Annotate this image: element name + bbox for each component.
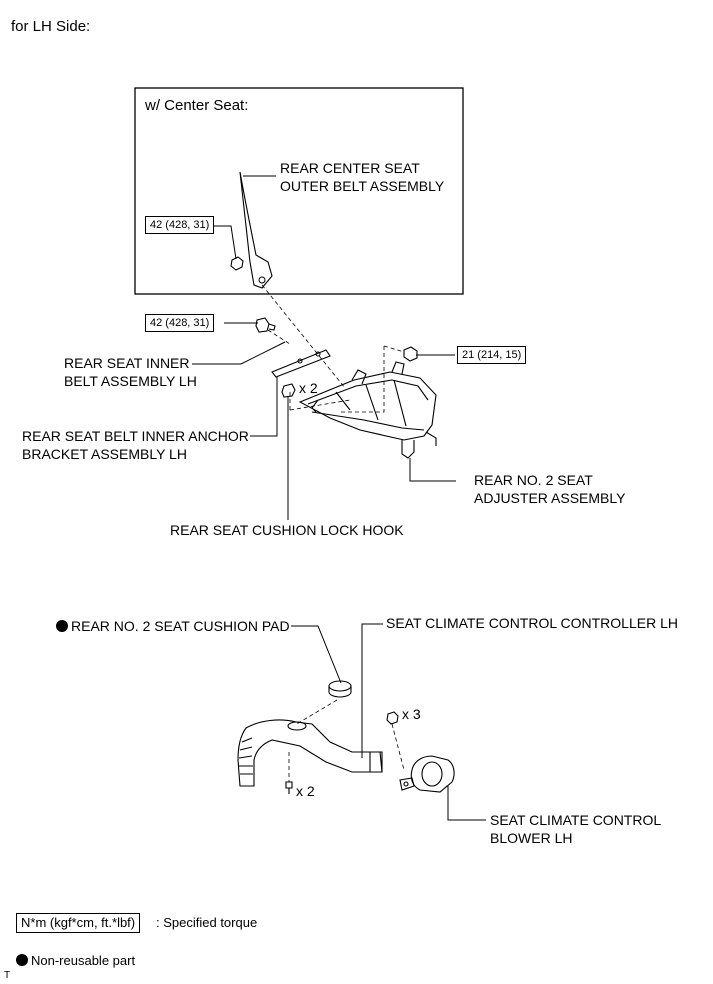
label-inner-belt-line1: REAR SEAT INNER	[64, 355, 190, 371]
label-rear-center-belt-line2: OUTER BELT ASSEMBLY	[280, 178, 445, 194]
climate-controller-duct	[237, 719, 383, 787]
legend-torque-box: N*m (kgf*cm, ft.*lbf)	[16, 913, 141, 933]
qty-duct-screw: x 2	[296, 783, 315, 799]
cushion-pad	[328, 680, 352, 698]
legend-torque-desc: : Specified torque	[156, 915, 258, 930]
leader-cushion-pad	[291, 625, 342, 684]
label-controller: SEAT CLIMATE CONTROL CONTROLLER LH	[386, 615, 678, 631]
label-adjuster-line2: ADJUSTER ASSEMBLY	[474, 490, 626, 506]
legend-nonreusable: Non-reusable part	[16, 952, 135, 969]
leader-blower	[447, 786, 486, 821]
side-label: for LH Side:	[11, 18, 91, 35]
label-adjuster-line1: REAR NO. 2 SEAT	[474, 472, 593, 488]
seat-adjuster-frame	[298, 361, 437, 459]
belt-bolt	[255, 317, 276, 333]
qty-blower-nut: x 3	[402, 706, 421, 722]
nonreusable-mark-icon	[56, 620, 68, 632]
leader-adjuster	[409, 458, 456, 482]
nonreusable-legend-icon	[16, 954, 28, 966]
center-seat-inset-frame	[134, 87, 464, 295]
label-blower-line1: SEAT CLIMATE CONTROL	[490, 812, 662, 828]
climate-blower	[399, 755, 455, 793]
label-anchor-line2: BRACKET ASSEMBLY LH	[22, 446, 187, 462]
label-inner-belt-line2: BELT ASSEMBLY LH	[64, 373, 197, 389]
leader-controller	[361, 623, 383, 758]
inner-belt-strap	[271, 349, 331, 378]
blower-nut	[386, 711, 399, 725]
footer-mark: T	[4, 970, 11, 981]
label-lock-hook: REAR SEAT CUSHION LOCK HOOK	[170, 522, 404, 538]
leader-inner-belt	[192, 341, 286, 365]
inset-bolt	[230, 256, 244, 271]
torque-box-belt-bolt: 42 (428, 31)	[145, 314, 215, 332]
torque-box-adjuster-nut: 21 (214, 15)	[457, 346, 527, 364]
label-cushion-pad: REAR NO. 2 SEAT CUSHION PAD	[56, 618, 290, 635]
qty-lock-hook: x 2	[299, 380, 318, 396]
adjuster-nut	[403, 346, 418, 362]
center-belt-anchor	[239, 171, 273, 289]
lock-hook	[281, 383, 296, 398]
label-blower-line2: BLOWER LH	[490, 830, 573, 846]
label-anchor-line1: REAR SEAT BELT INNER ANCHOR	[22, 428, 249, 444]
torque-box-inset-bolt: 42 (428, 31)	[145, 216, 215, 234]
leader-inset-bolt	[213, 225, 237, 260]
leader-anchor	[250, 377, 278, 437]
label-rear-center-belt-line1: REAR CENTER SEAT	[280, 160, 420, 176]
duct-screw	[285, 781, 293, 794]
inset-label: w/ Center Seat:	[145, 97, 249, 114]
